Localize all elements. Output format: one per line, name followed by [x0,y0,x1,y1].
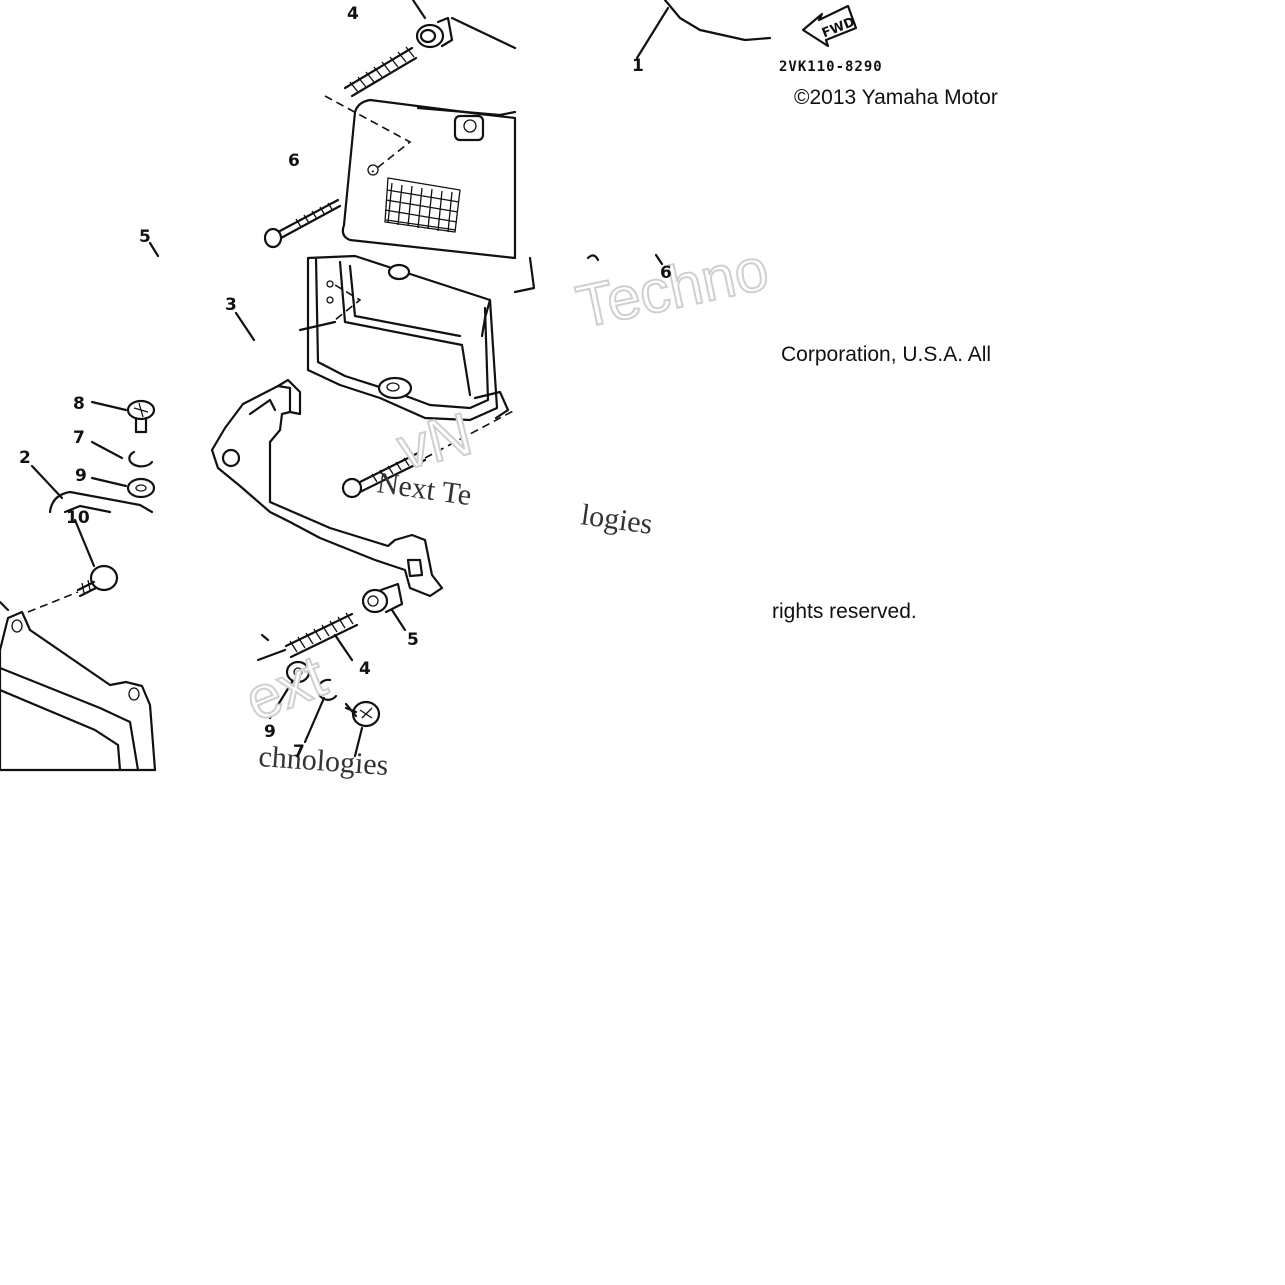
part-number-code: 2VK110-8290 [779,59,883,75]
callout-8: 8 [73,394,85,414]
headlight-bracket [210,378,510,598]
screw-bottom [344,700,381,728]
washer-bottom [285,660,311,684]
copyright-line-3: rights reserved. [772,600,917,623]
washer-left [126,477,156,499]
callout-5-left: 5 [139,227,151,247]
watermark-logies: logies [579,498,655,541]
watermark-ext: ext [236,642,336,734]
callout-9-left: 9 [75,466,87,486]
watermark-techno: Techno [571,235,774,341]
screw-top [263,198,342,249]
copyright-line-2: Corporation, U.S.A. All [781,343,991,366]
callout-2: 2 [19,448,31,468]
callout-4-top: 4 [347,4,359,24]
callout-7-left: 7 [73,428,85,448]
callout-3: 3 [225,295,237,315]
headlight-housing [306,254,536,422]
nut-top [415,16,454,49]
side-bracket [30,464,154,514]
callout-5-bottom: 5 [407,630,419,650]
copyright-line-1: ©2013 Yamaha Motor [794,86,998,109]
callout-1: 1 [632,56,644,76]
lock-washer-left [128,450,154,468]
callout-9-bottom: 9 [264,722,276,742]
callout-6-top: 6 [288,151,300,171]
lock-washer-bottom [317,678,338,701]
headlight-lens-part [635,0,772,60]
headlight-rim [0,600,157,772]
headlight-unit [324,95,517,260]
callout-7-bottom: 7 [293,742,305,762]
nut-bottom [361,582,404,614]
callout-6-right: 6 [660,263,672,283]
watermark-chnologies: chnologies [258,740,390,782]
screw-left [126,399,156,434]
adjusting-spring-bottom [284,612,359,659]
bolt-left [76,564,119,598]
callout-4-bottom: 4 [359,659,371,679]
fwd-arrow-icon: FWD [801,4,857,48]
callout-10: 10 [66,508,90,528]
screw-middle [341,409,516,499]
adjusting-spring-top [343,46,418,98]
